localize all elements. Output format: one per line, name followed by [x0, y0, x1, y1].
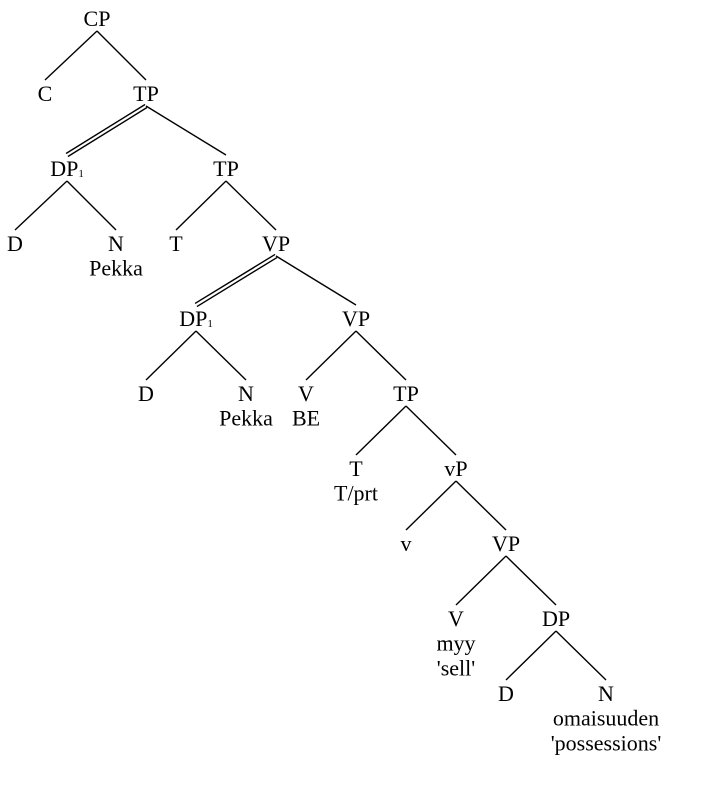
terminal-gloss-n3: 'possessions' — [551, 731, 662, 756]
node-label-vp3: VP — [492, 531, 520, 556]
terminal-gloss-v2: 'sell' — [437, 656, 476, 681]
branch-vp3-to-dp3 — [505, 555, 557, 606]
node-label-dp3: DP — [542, 606, 570, 631]
branch-vp1-to-dp2-a — [194, 253, 276, 305]
node-label-n3: N — [598, 681, 614, 706]
branch-vp1-to-dp2-b — [196, 256, 278, 308]
branch-dp1-to-n1 — [66, 180, 117, 231]
node-label-tp1: TP — [133, 81, 159, 106]
branch-tp1-to-dp1-a — [65, 103, 146, 155]
terminal-word-n2: Pekka — [219, 406, 273, 431]
node-label-d2: D — [138, 381, 154, 406]
node-label-dp2: DP1 — [179, 306, 213, 331]
node-label-d3: D — [498, 681, 514, 706]
branch-tp3-to-vsp — [405, 405, 457, 456]
branch-vp3-to-v2 — [455, 555, 507, 606]
terminal-word-t2: T/prt — [334, 481, 378, 506]
branch-vp1-to-vp2 — [275, 255, 357, 306]
node-label-v2: V — [448, 606, 464, 631]
branch-dp2-to-d2 — [145, 330, 197, 381]
branch-cp-to-tp1 — [96, 30, 147, 81]
branch-cp-to-c — [44, 30, 98, 81]
node-label-n1: N — [108, 231, 124, 256]
branch-tp1-to-dp1-b — [67, 106, 148, 158]
branch-vsp-to-vsmall — [405, 480, 457, 531]
branch-dp3-to-n3 — [555, 630, 607, 681]
tree-edges — [14, 30, 607, 681]
terminal-word-n1: Pekka — [89, 256, 143, 281]
node-label-dp1: DP1 — [50, 156, 84, 181]
branch-tp3-to-t2 — [355, 405, 407, 456]
node-subscript: 1 — [78, 168, 84, 180]
branch-tp2-to-vp1 — [225, 180, 277, 231]
node-label-c: C — [38, 81, 53, 106]
branch-dp3-to-d3 — [505, 630, 557, 681]
node-label-tp2: TP — [213, 156, 239, 181]
node-label-v1: V — [298, 381, 314, 406]
node-label-vp1: VP — [262, 231, 290, 256]
node-label-n2: N — [238, 381, 254, 406]
branch-vp2-to-tp3 — [355, 330, 407, 381]
terminal-word-v1: BE — [292, 406, 320, 431]
node-label-d1: D — [7, 231, 23, 256]
branch-tp2-to-t1 — [175, 180, 227, 231]
node-label-cp: CP — [84, 6, 111, 31]
branch-dp1-to-d1 — [14, 180, 68, 231]
node-label-tp3: TP — [393, 381, 419, 406]
terminal-word-v2: myy — [436, 631, 475, 656]
node-label-vp2: VP — [342, 306, 370, 331]
node-label-t1: T — [169, 231, 183, 256]
node-subscript: 1 — [207, 318, 213, 330]
branch-dp2-to-n2 — [195, 330, 247, 381]
branch-tp1-to-tp2 — [145, 105, 227, 156]
node-label-vsmall: v — [401, 531, 412, 556]
branch-vsp-to-vp3 — [455, 480, 507, 531]
branch-vp2-to-v1 — [305, 330, 357, 381]
terminal-word-n3: omaisuuden — [553, 706, 659, 731]
node-label-vsp: vP — [444, 456, 467, 481]
node-label-t2: T — [349, 456, 363, 481]
